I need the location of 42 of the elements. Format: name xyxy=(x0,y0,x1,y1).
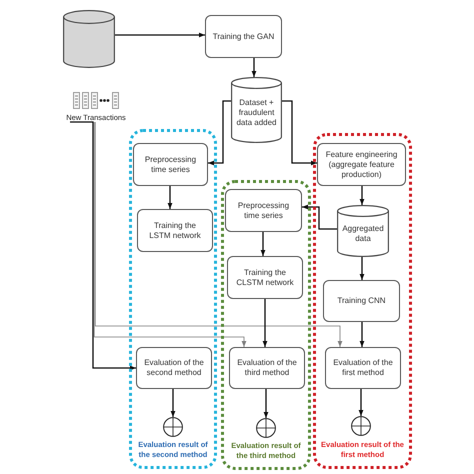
step-label: Evaluation of the second method xyxy=(143,358,205,378)
arrow xyxy=(358,389,364,416)
step-label: Preprocessing time series xyxy=(236,200,290,220)
arrow xyxy=(282,100,317,166)
process-box xyxy=(136,347,212,389)
dotted-group-frame xyxy=(221,180,311,470)
arrow xyxy=(94,122,246,348)
arrow xyxy=(168,186,172,209)
dotted-group-frame xyxy=(129,129,217,469)
data-label: Dataset + fraudulent data added xyxy=(235,98,278,128)
step-label: Training CNN xyxy=(337,296,386,306)
process-box xyxy=(227,256,303,299)
arrow xyxy=(170,389,176,417)
process-box xyxy=(317,143,406,186)
arrow xyxy=(70,121,136,370)
process-box xyxy=(323,280,400,322)
arrow xyxy=(262,299,268,347)
arrow xyxy=(115,32,205,38)
process-box xyxy=(225,189,302,232)
arrow xyxy=(302,204,337,230)
step-label: Training the GAN xyxy=(212,32,274,42)
step-label: Training the LSTM network xyxy=(148,220,202,240)
process-box xyxy=(325,347,401,389)
process-box xyxy=(229,347,305,389)
data-label: Aggregated data xyxy=(341,224,385,244)
arrow xyxy=(360,322,364,347)
step-label: Evaluation of the third method xyxy=(236,358,298,378)
process-box xyxy=(133,143,208,186)
arrow xyxy=(208,100,231,166)
process-box xyxy=(205,15,282,58)
process-box xyxy=(137,209,213,252)
step-label: Feature engineering (aggregate feature production) xyxy=(324,150,398,180)
arrow xyxy=(252,58,256,77)
arrow xyxy=(264,389,268,418)
arrow xyxy=(360,257,364,280)
step-label: Training the CLSTM network xyxy=(235,268,295,288)
arrow xyxy=(260,232,266,256)
dotted-group-frame xyxy=(313,133,412,469)
step-label: Evaluation of the first method xyxy=(332,358,394,378)
arrow xyxy=(360,186,364,205)
step-label: Preprocessing time series xyxy=(144,154,198,174)
arrow xyxy=(94,122,342,348)
